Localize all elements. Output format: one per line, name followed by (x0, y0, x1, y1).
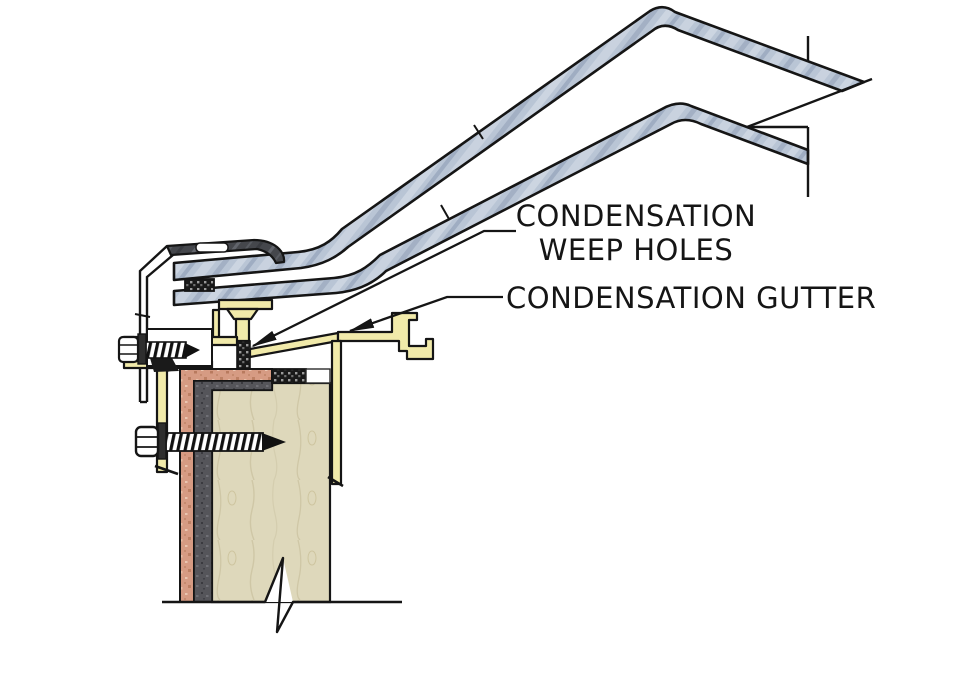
condensation-weep-hole (236, 340, 251, 369)
anchor-bolt (134, 422, 286, 460)
screw-washer (137, 333, 147, 365)
gutter-hook (336, 311, 435, 361)
leader-arrows (251, 229, 516, 348)
leader-gutter (348, 295, 503, 333)
cap-leg-notch (134, 313, 151, 318)
packer-void (305, 368, 331, 384)
label-weep-line1: CONDENSATION (515, 199, 757, 233)
setting-block-wedge (225, 307, 260, 321)
pane-joint-tick (440, 204, 450, 220)
gutter-slope (248, 331, 340, 359)
web-foot-tick (327, 475, 344, 488)
leader-weep-holes (251, 229, 516, 348)
screw-head (117, 335, 140, 364)
clamp-block (150, 358, 179, 372)
bolt-thread (165, 432, 264, 452)
label-condensation-gutter: CONDENSATION GUTTER (506, 281, 877, 315)
frame-web-right (330, 339, 343, 486)
setting-block (217, 298, 274, 311)
label-condensation-weep-holes: CONDENSATION WEEP HOLES (500, 199, 772, 267)
cap-slot (195, 242, 229, 253)
strip-foot-tick (154, 464, 179, 476)
bolt-head (134, 425, 160, 458)
break-line-symbol-top (746, 36, 873, 197)
glazing-spacer-gasket (184, 278, 215, 292)
pane-joint-tick (473, 124, 484, 140)
timber-kerb (210, 381, 332, 604)
screw-tip (185, 343, 200, 358)
label-weep-line2: WEEP HOLES (538, 233, 734, 267)
bolt-tip (262, 433, 286, 451)
fixing-screw (117, 328, 213, 372)
seal-gasket (271, 368, 307, 384)
screw-thread (145, 341, 187, 359)
wall-break-line (162, 556, 402, 634)
